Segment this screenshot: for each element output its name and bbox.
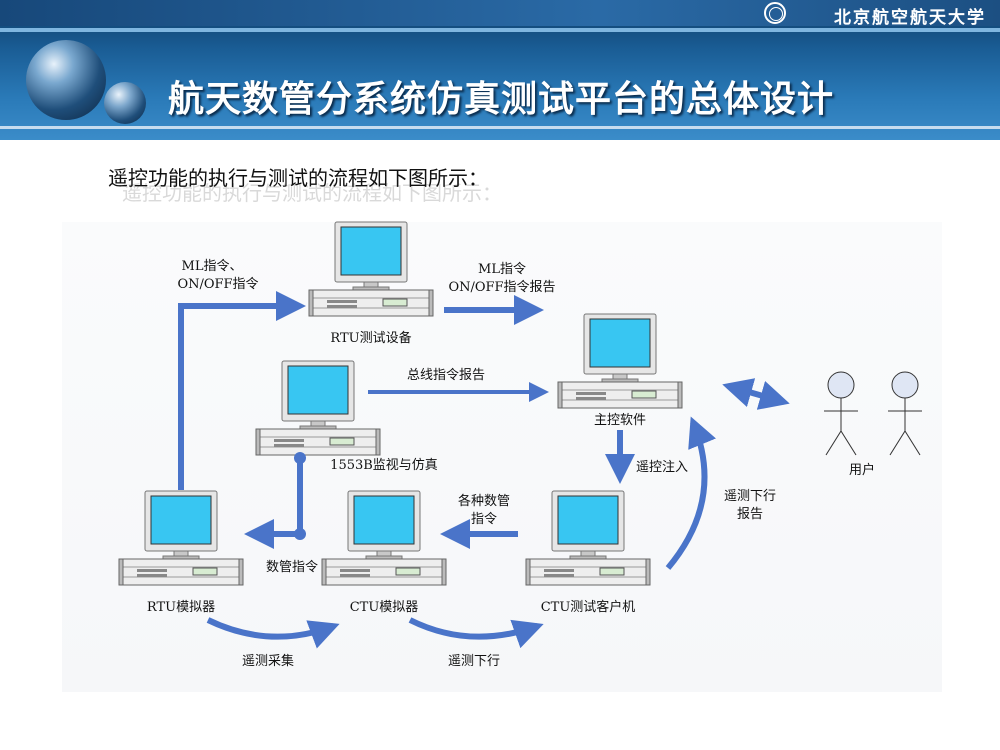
- edge-telemetry-report-label-2: 报告: [737, 507, 763, 522]
- node-rtu-test-label: RTU测试设备: [330, 330, 411, 346]
- ctu-sim-computer-icon: [321, 490, 447, 586]
- bus-junction-dot: [294, 528, 306, 540]
- node-ctu-client-label: CTU测试客户机: [541, 599, 636, 615]
- node-master-label: 主控软件: [594, 413, 646, 428]
- edge-dm-cmd-label-1: 各种数管: [458, 493, 510, 509]
- university-seal-icon: [764, 2, 786, 24]
- rtu-sim-computer-icon: [118, 490, 244, 586]
- monitor-computer-icon: [255, 360, 381, 456]
- arrow-ml-cmd: [178, 291, 306, 490]
- sphere-decoration-icon: [26, 40, 106, 120]
- edge-telemetry-collect-label: 遥测采集: [242, 653, 294, 669]
- university-name: 北京航空航天大学: [834, 8, 986, 28]
- edge-dm-cmd-bus-label: 数管指令: [266, 560, 318, 575]
- subtitle: 遥控功能的执行与测试的流程如下图所示：: [108, 166, 488, 190]
- arrow-telemetry-report: [665, 416, 716, 570]
- small-sphere-decoration-icon: [104, 82, 146, 124]
- user-icon: [823, 371, 859, 456]
- header-banner: 北京航空航天大学 航天数管分系统仿真测试平台的总体设计: [0, 0, 1000, 140]
- monitor-tap-dot: [294, 452, 306, 464]
- page-title: 航天数管分系统仿真测试平台的总体设计: [168, 79, 835, 120]
- diagram-panel: [62, 222, 942, 692]
- rtu-test-computer-icon: [308, 221, 434, 317]
- node-monitor-label: 1553B监视与仿真: [330, 458, 438, 473]
- ctu-client-computer-icon: [525, 490, 651, 586]
- header-stripe-bottom: [0, 126, 1000, 129]
- arrow-user-link: [722, 378, 790, 410]
- subtitle-reflection: 遥控功能的执行与测试的流程如下图所示：: [122, 181, 502, 205]
- node-rtu-sim-label: RTU模拟器: [147, 600, 215, 615]
- header-stripe: [0, 28, 1000, 32]
- user-icon: [887, 371, 923, 456]
- edge-ml-cmd-label-1: ML指令、: [182, 259, 243, 274]
- master-computer-icon: [557, 313, 683, 409]
- edge-ml-report-label-1: ML指令: [478, 262, 526, 277]
- edge-ml-cmd-label-2: ON/OFF指令: [177, 277, 258, 292]
- node-user-label: 用户: [849, 462, 875, 478]
- edge-ml-report-label-2: ON/OFF指令报告: [448, 280, 555, 295]
- edge-telemetry-down-label: 遥测下行: [448, 654, 500, 669]
- arrow-telemetry-collect: [206, 617, 340, 649]
- edge-bus-report-label: 总线指令报告: [407, 368, 485, 383]
- edge-telemetry-report-label-1: 遥测下行: [724, 489, 776, 504]
- edge-remote-inject-label: 遥控注入: [636, 460, 688, 475]
- arrow-telemetry-down: [408, 617, 544, 649]
- edge-dm-cmd-label-2: 指令: [471, 512, 497, 527]
- header-top-bar: [0, 0, 1000, 26]
- node-ctu-sim-label: CTU模拟器: [350, 600, 419, 615]
